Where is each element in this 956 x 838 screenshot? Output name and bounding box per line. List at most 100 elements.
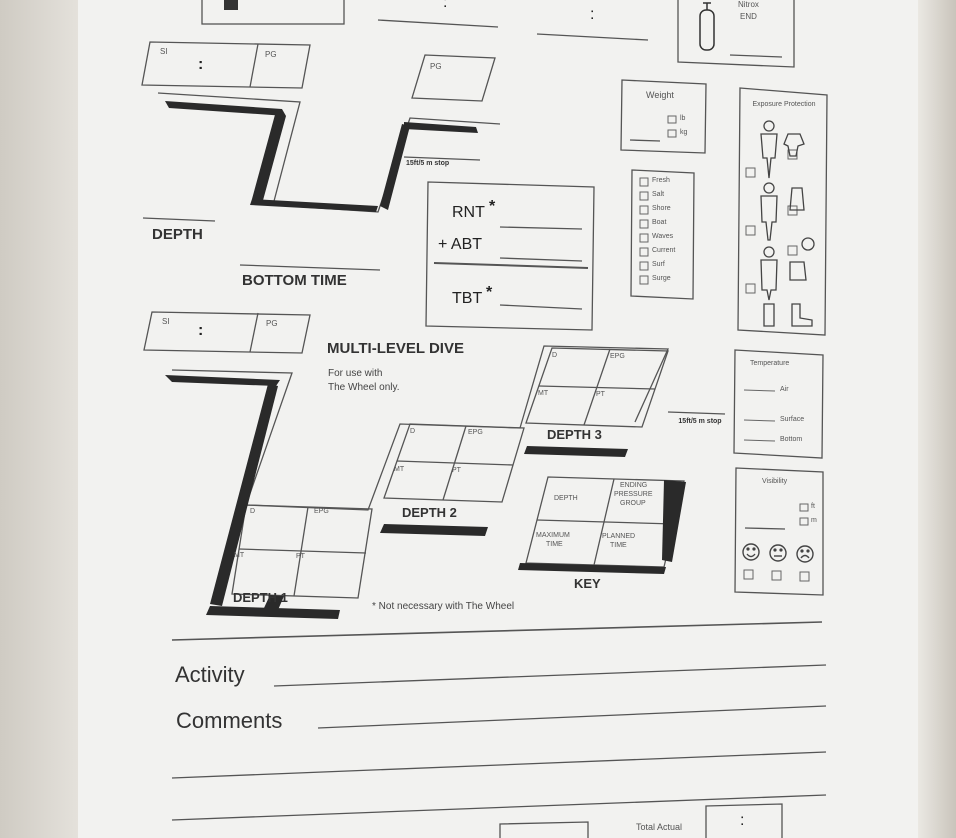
temperature-surface: Surface [780, 416, 805, 423]
temperature-bottom: Bottom [780, 436, 803, 443]
pg-end-box-1 [411, 54, 496, 102]
condition-checkbox [639, 191, 649, 201]
multilevel-outline [171, 345, 669, 511]
top-box [201, 0, 345, 25]
d2-cell-pt: PT [452, 467, 461, 474]
exposure-checkbox [745, 283, 756, 294]
pg-label-1: PG [265, 50, 277, 59]
temperature-title: Temperature [750, 360, 790, 367]
tbt-asterisk: * [486, 284, 493, 301]
rating-checkbox [743, 569, 754, 580]
rnt-box [425, 181, 595, 331]
top-colon-2: : [590, 6, 595, 23]
si-label-2: SI [162, 317, 170, 326]
condition-surf: Surf [652, 261, 665, 268]
d2-cell-epg: EPG [468, 429, 483, 436]
stop-label-2: 15ft/5 m stop [678, 418, 722, 425]
top-line [536, 33, 649, 41]
multilevel-subtitle-2: The Wheel only. [328, 382, 400, 393]
top-colon-1: : [443, 0, 448, 11]
abt-label: + ABT [438, 236, 483, 253]
si-colon-1: : [198, 56, 204, 73]
background-left [0, 0, 78, 838]
key-epg-1: ENDING [620, 482, 648, 489]
depth3-label: DEPTH 3 [547, 427, 602, 442]
key-depth: DEPTH [554, 495, 578, 502]
temperature-air: Air [780, 386, 789, 393]
condition-waves: Waves [652, 233, 674, 240]
key-epg-3: GROUP [620, 500, 646, 507]
rnt-label: RNT [452, 204, 485, 221]
dive1-profile-outline [157, 92, 501, 213]
boot-icon [791, 303, 813, 327]
weight-lb-checkbox [667, 115, 677, 124]
key-epg-2: PRESSURE [614, 491, 653, 498]
visibility-box [734, 467, 824, 596]
d1-cell-mt: MT [234, 552, 245, 559]
key-title: KEY [574, 576, 601, 591]
d2-cell-d: D [410, 428, 416, 435]
hood-icon [801, 237, 815, 251]
si-colon-2: : [198, 322, 204, 339]
condition-checkbox [639, 275, 649, 285]
stop-label-1: 15ft/5 m stop [406, 160, 450, 167]
neutral-face-icon [769, 544, 787, 562]
depth-label: DEPTH [152, 226, 203, 243]
conditions-box [630, 169, 695, 300]
vest-icon [789, 187, 805, 211]
rating-checkbox [771, 570, 782, 581]
pg-end-label-1: PG [430, 62, 442, 71]
activity-label: Activity [175, 662, 245, 687]
weight-kg-checkbox [667, 129, 677, 138]
wetsuit-figure-icon [760, 120, 778, 179]
si-label-1: SI [160, 47, 168, 56]
exposure-checkbox [787, 245, 798, 256]
d3-cell-pt: PT [596, 391, 605, 398]
weight-box [620, 79, 707, 154]
bottom-time-label: BOTTOM TIME [242, 272, 347, 289]
si-pg-box-1 [141, 41, 311, 89]
weight-kg: kg [680, 129, 688, 136]
key-mt-2: TIME [546, 541, 563, 548]
d1-cell-d: D [250, 508, 256, 515]
exposure-checkbox [787, 149, 798, 160]
exposure-checkbox [745, 225, 756, 236]
multilevel-title: MULTI-LEVEL DIVE [327, 340, 464, 357]
wheel-note: * Not necessary with The Wheel [372, 601, 515, 612]
visibility-ft-checkbox [799, 503, 809, 512]
visibility-title: Visibility [762, 478, 788, 485]
nitrox-box [677, 0, 795, 68]
sad-face-icon [796, 545, 814, 563]
d1-cell-pt: PT [296, 553, 305, 560]
rating-checkbox [799, 571, 810, 582]
multilevel-profile-shadow [165, 375, 686, 619]
condition-checkbox [639, 177, 649, 187]
top-mark-icon [224, 0, 238, 10]
temperature-box [733, 349, 824, 459]
depth1-grid [231, 504, 373, 599]
condition-surge: Surge [652, 275, 671, 282]
condition-checkbox [639, 219, 649, 229]
tbt-label: TBT [452, 290, 483, 307]
visibility-ft: ft [811, 503, 815, 510]
weight-lb: lb [680, 115, 686, 122]
depth3-grid [525, 347, 669, 428]
top-line [377, 19, 499, 28]
tank-icon [699, 2, 715, 51]
weight-title: Weight [646, 90, 674, 100]
comments-label: Comments [176, 708, 283, 733]
logbook-page [78, 0, 918, 838]
visibility-m-checkbox [799, 517, 809, 526]
exposure-box [737, 87, 828, 336]
depth2-label: DEPTH 2 [402, 505, 457, 520]
fullsuit-figure-icon [760, 246, 778, 301]
dive1-profile-shadow [165, 101, 478, 212]
rnt-asterisk: * [489, 198, 496, 215]
key-pt-2: TIME [610, 542, 627, 549]
key-pt-1: PLANNED [602, 533, 636, 540]
condition-salt: Salt [652, 191, 665, 198]
condition-shore: Shore [652, 205, 671, 212]
key-mt-1: MAXIMUM [536, 532, 570, 539]
